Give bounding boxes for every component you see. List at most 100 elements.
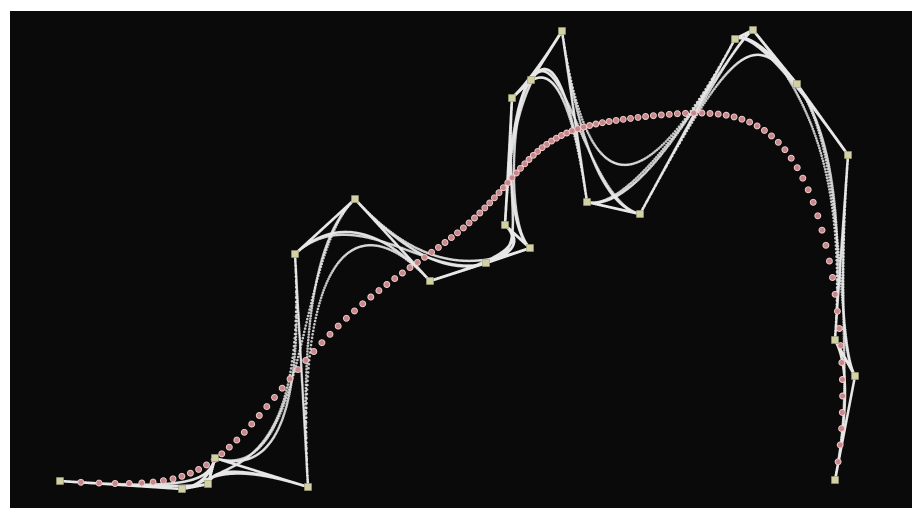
intermediate-point	[826, 159, 830, 163]
intermediate-point	[306, 350, 309, 353]
intermediate-point	[830, 178, 833, 181]
intermediate-point	[304, 393, 308, 396]
intermediate-point	[305, 464, 309, 467]
intermediate-point	[808, 118, 811, 122]
intermediate-point	[800, 101, 803, 105]
intermediate-point	[304, 446, 308, 450]
intermediate-point	[304, 439, 307, 442]
intermediate-point	[308, 319, 312, 323]
intermediate-point	[841, 275, 845, 279]
intermediate-point	[578, 120, 582, 123]
intermediate-point	[304, 437, 307, 440]
intermediate-point	[812, 129, 815, 133]
intermediate-point	[329, 273, 332, 277]
intermediate-point	[808, 120, 812, 124]
intermediate-point	[309, 343, 313, 347]
intermediate-point	[577, 115, 581, 119]
intermediate-point	[308, 322, 312, 326]
intermediate-point	[579, 113, 582, 116]
intermediate-point	[306, 474, 309, 477]
intermediate-point	[586, 132, 590, 135]
intermediate-point	[811, 127, 815, 131]
intermediate-point	[327, 277, 330, 281]
intermediate-point	[303, 419, 306, 423]
intermediate-point	[799, 99, 802, 103]
intermediate-point	[829, 171, 832, 175]
intermediate-point	[826, 157, 829, 161]
intermediate-point	[809, 123, 813, 126]
intermediate-point	[305, 462, 309, 466]
intermediate-point	[631, 180, 635, 183]
intermediate-point	[841, 258, 845, 261]
intermediate-point	[305, 374, 308, 377]
intermediate-point	[304, 452, 308, 456]
intermediate-point	[841, 255, 845, 259]
intermediate-point	[825, 161, 828, 165]
intermediate-point	[807, 116, 810, 119]
intermediate-point	[314, 316, 318, 320]
intermediate-point	[312, 326, 316, 329]
intermediate-point	[841, 271, 845, 275]
intermediate-point	[704, 99, 708, 102]
intermediate-point	[803, 107, 806, 111]
intermediate-point	[306, 344, 310, 348]
intermediate-point	[573, 100, 577, 104]
intermediate-point	[304, 386, 308, 390]
intermediate-point	[307, 333, 311, 336]
intermediate-point	[309, 317, 312, 320]
intermediate-point	[302, 402, 305, 405]
intermediate-point	[304, 448, 308, 452]
intermediate-point	[300, 377, 304, 380]
intermediate-point	[575, 105, 578, 108]
intermediate-point	[303, 433, 307, 436]
intermediate-point	[315, 310, 319, 314]
intermediate-point	[302, 413, 306, 417]
intermediate-point	[306, 353, 309, 356]
intermediate-point	[305, 371, 308, 374]
intermediate-point	[841, 279, 845, 283]
intermediate-point	[841, 277, 845, 281]
intermediate-point	[313, 323, 316, 326]
intermediate-point	[319, 296, 323, 300]
intermediate-point	[302, 408, 306, 411]
intermediate-point	[305, 364, 308, 368]
intermediate-point	[841, 253, 845, 257]
intermediate-point	[830, 180, 833, 183]
bezier-canvas	[10, 11, 912, 508]
intermediate-point	[295, 361, 298, 365]
intermediate-point	[797, 95, 800, 99]
intermediate-point	[841, 269, 845, 272]
intermediate-point	[301, 396, 305, 400]
intermediate-point	[585, 129, 589, 133]
intermediate-point	[806, 114, 809, 117]
intermediate-point	[841, 251, 845, 254]
intermediate-point	[579, 122, 582, 125]
intermediate-point	[300, 373, 304, 376]
intermediate-point	[658, 151, 662, 155]
intermediate-point	[311, 333, 314, 336]
intermediate-point	[300, 365, 303, 368]
intermediate-point	[651, 159, 655, 163]
intermediate-point	[301, 388, 304, 392]
intermediate-point	[310, 307, 314, 310]
intermediate-point	[296, 358, 299, 362]
intermediate-point	[828, 167, 831, 171]
intermediate-point	[302, 406, 305, 409]
intermediate-point	[306, 347, 309, 350]
intermediate-point	[323, 286, 326, 290]
intermediate-point	[304, 377, 308, 380]
intermediate-point	[656, 153, 660, 157]
intermediate-point	[577, 107, 580, 111]
intermediate-point	[802, 105, 805, 109]
intermediate-point	[814, 137, 818, 140]
intermediate-point	[306, 479, 310, 483]
intermediate-point	[842, 348, 846, 352]
intermediate-point	[317, 304, 321, 308]
intermediate-point	[810, 125, 814, 128]
intermediate-point	[841, 267, 845, 270]
intermediate-point	[512, 181, 516, 184]
intermediate-point	[302, 411, 306, 415]
intermediate-point	[650, 161, 653, 165]
intermediate-point	[300, 375, 304, 378]
intermediate-point	[307, 338, 310, 342]
